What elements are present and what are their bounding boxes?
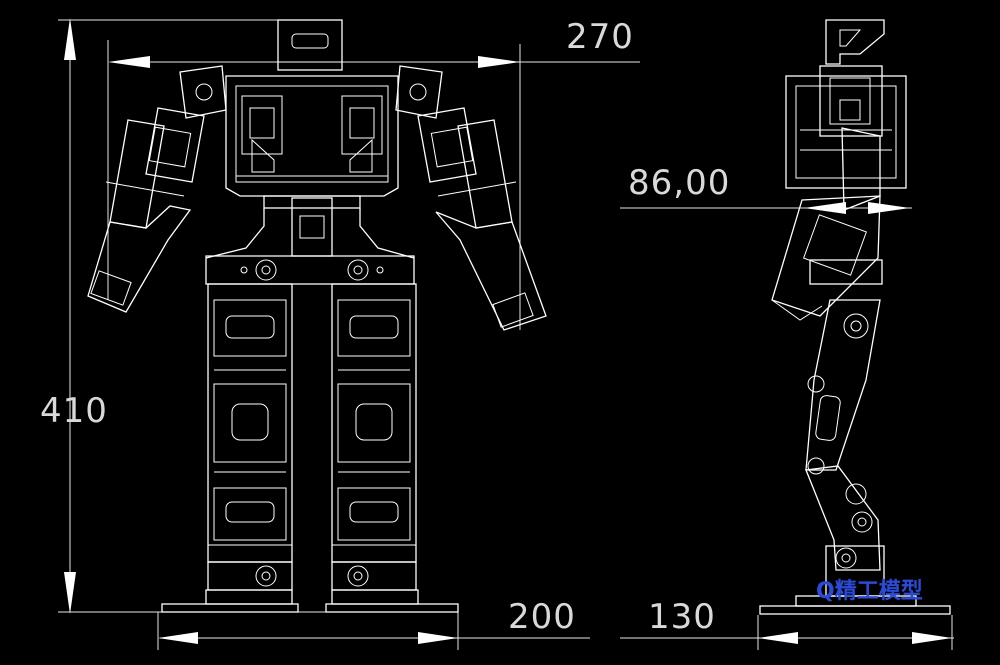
dimension-200: 200 xyxy=(508,597,576,637)
dimension-410: 410 xyxy=(40,391,108,431)
dimension-270: 270 xyxy=(566,17,634,57)
watermark-logo: Q精工模型 xyxy=(816,578,923,604)
dimension-130: 130 xyxy=(648,597,716,637)
dimension-labels: 270 410 200 130 86,00 xyxy=(40,17,730,637)
dimension-86: 86,00 xyxy=(628,163,730,203)
dimension-lines xyxy=(58,18,954,650)
side-view-robot xyxy=(759,19,951,615)
front-view-robot xyxy=(87,19,547,613)
